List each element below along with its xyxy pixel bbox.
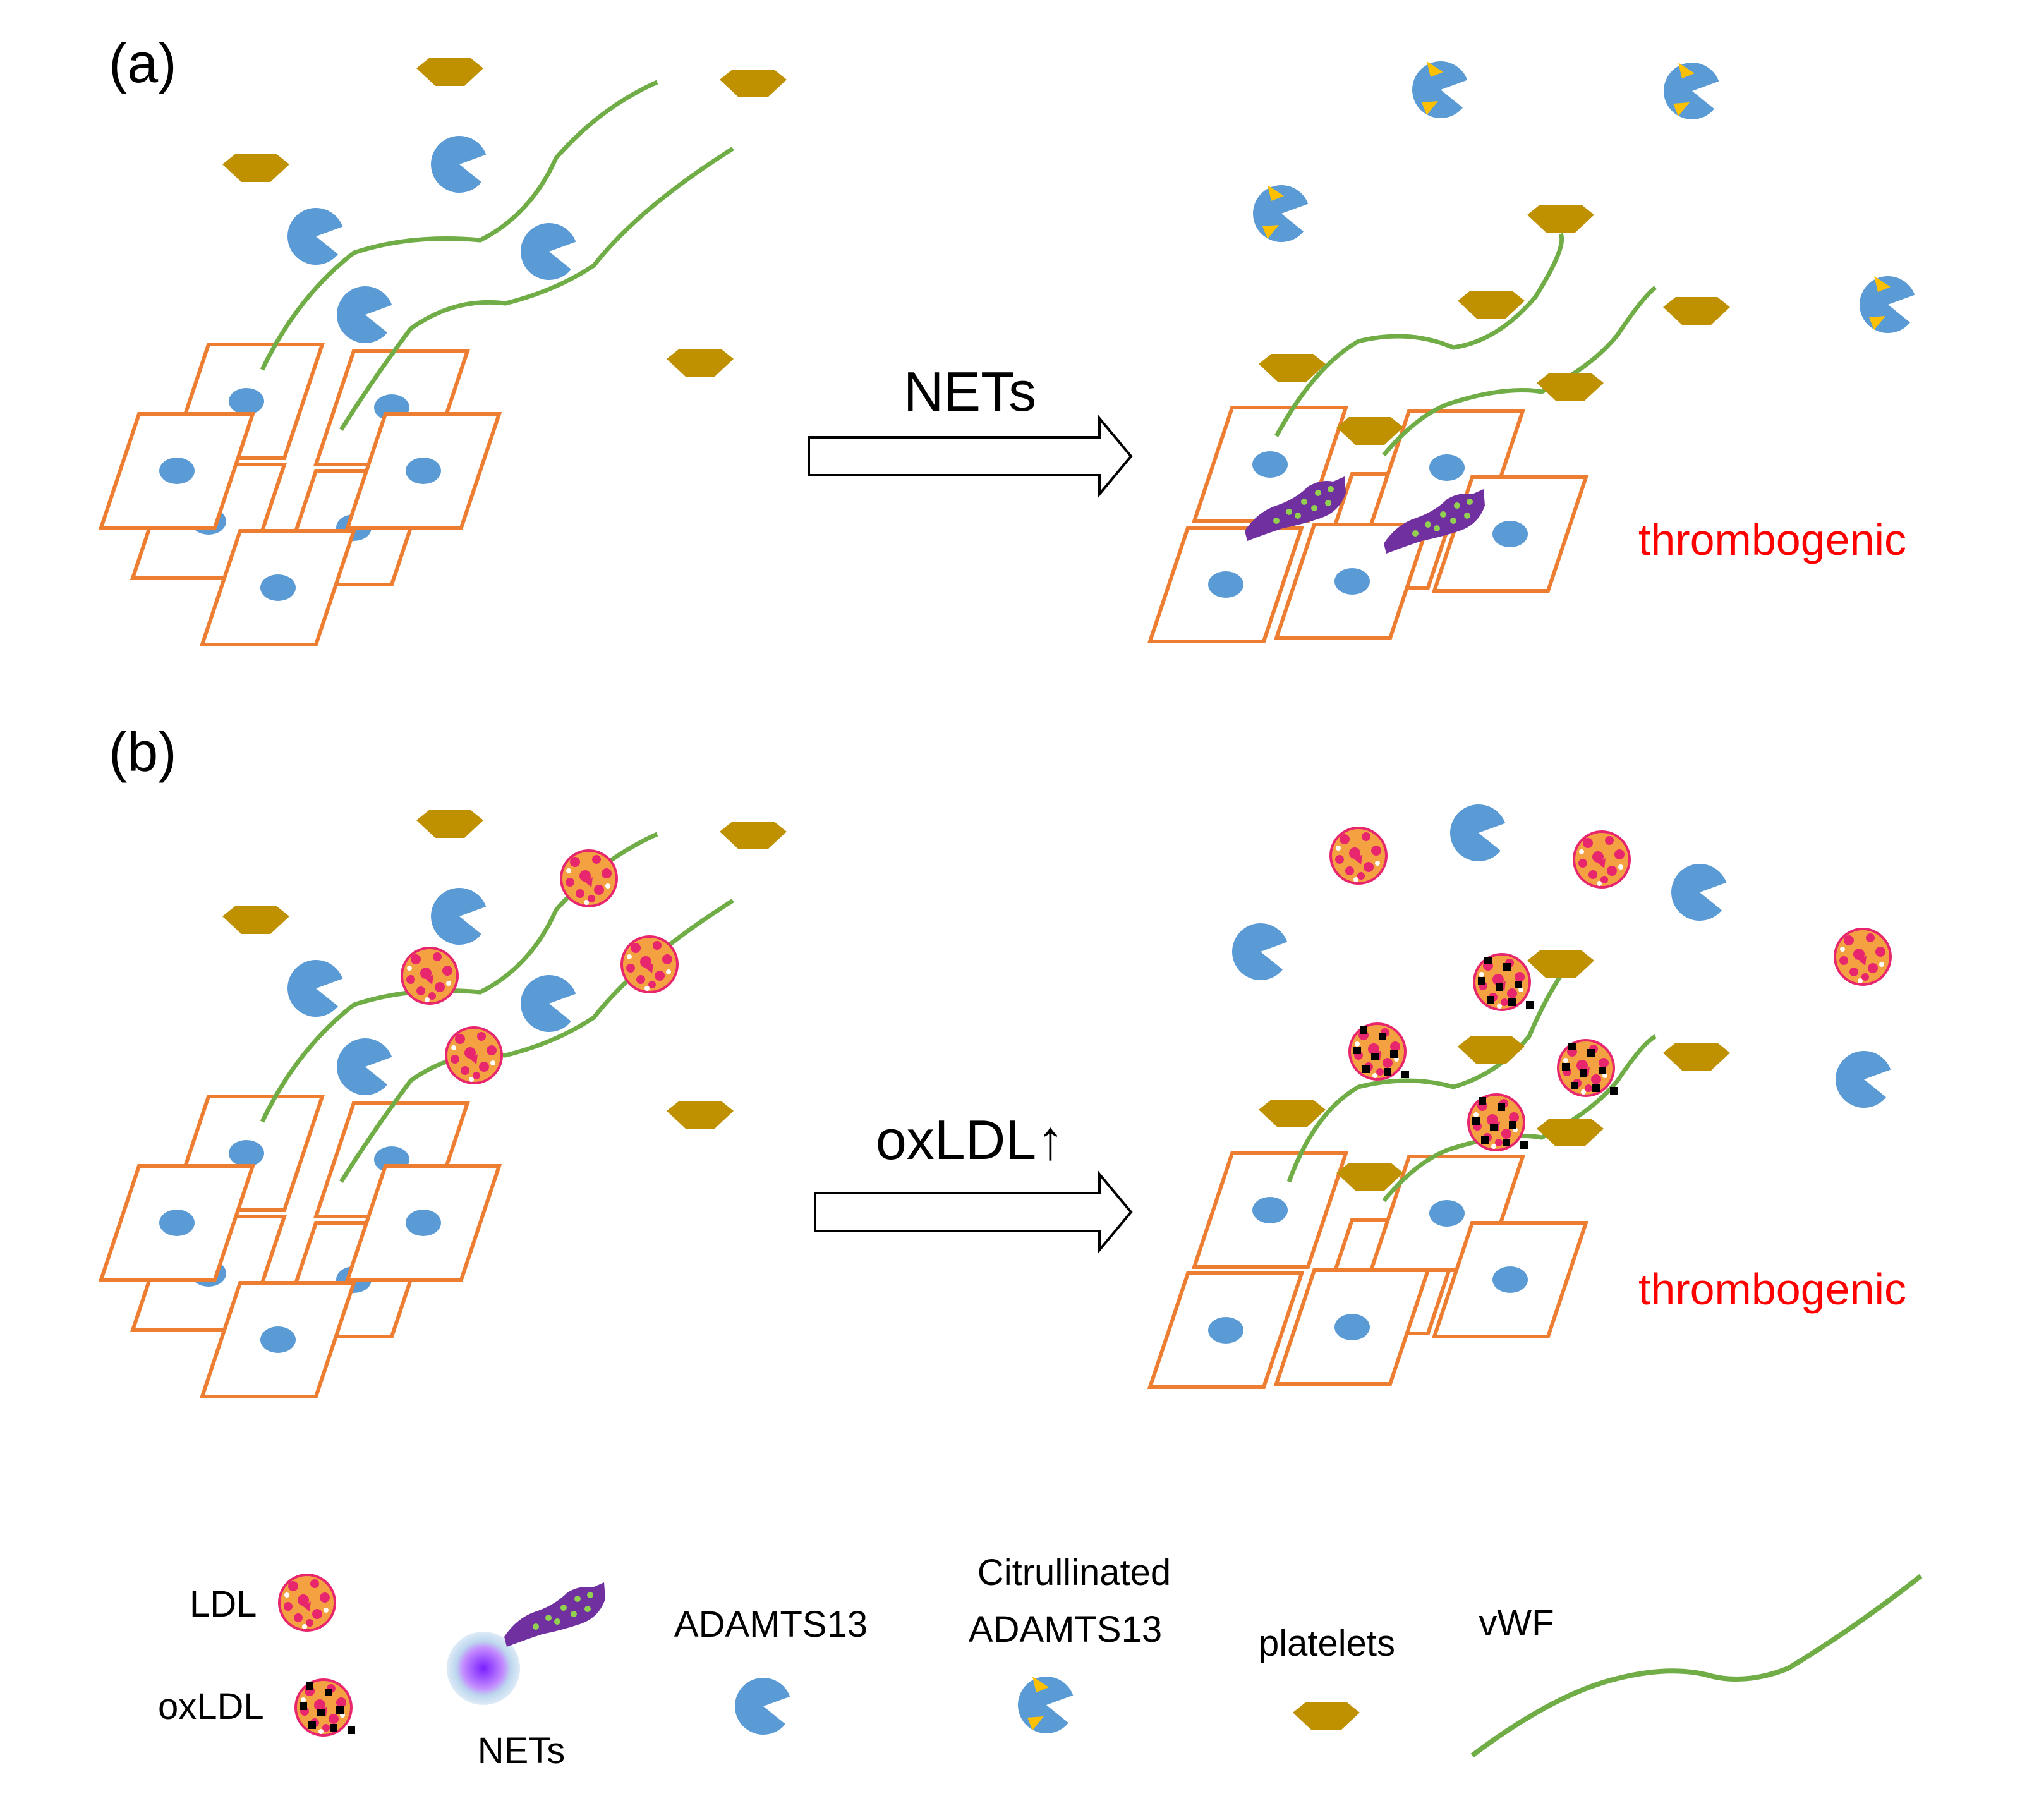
panel-b-label: (b) <box>109 720 177 783</box>
legend-citrullinated-adamts13: Citrullinated ADAMTS13 <box>969 1552 1171 1733</box>
ldl-group-b <box>402 851 677 1083</box>
legend-ldl: LDL <box>190 1575 335 1630</box>
vwf-icon <box>1470 1574 1923 1758</box>
legend-oxldl: oxLDL <box>158 1680 355 1735</box>
citrullinated-adamts13-icon <box>1018 1676 1074 1733</box>
legend-cit-line2: ADAMTS13 <box>969 1609 1162 1650</box>
endothelium-left-b <box>101 1096 499 1397</box>
arrow-b-label: oxLDL↑ <box>876 1108 1064 1171</box>
free-ldl-b <box>1331 828 1891 985</box>
vwf-strands-right-a <box>1274 233 1657 457</box>
neutrophil-icon <box>447 1632 520 1705</box>
panel-a-label: (a) <box>109 32 177 94</box>
legend-cit-line1: Citrullinated <box>977 1552 1171 1593</box>
citrullinated-adamts13-group-a <box>1253 61 1915 333</box>
nets-icon <box>504 1582 605 1647</box>
ldl-icon <box>279 1575 335 1630</box>
legend-platelets-label: platelets <box>1259 1623 1395 1664</box>
outcome-text-b: thrombogenic <box>1638 1265 1906 1314</box>
adamts13-icon <box>735 1677 790 1735</box>
outcome-text-a: thrombogenic <box>1638 515 1906 564</box>
vwf-strands-a <box>260 80 734 431</box>
legend-platelets: platelets <box>1259 1623 1395 1730</box>
panel-b: (b) <box>101 720 1906 1397</box>
panel-a: (a) NE <box>101 32 1915 645</box>
vwf-strands-right-b <box>1286 965 1657 1203</box>
oxldl-icon <box>296 1680 355 1735</box>
endothelium-left-a <box>101 344 499 645</box>
legend-vwf-label: vWF <box>1479 1603 1554 1644</box>
arrow-b: oxLDL↑ <box>814 1108 1133 1254</box>
legend-vwf: vWF <box>1470 1574 1923 1758</box>
arrow-a: NETs <box>808 360 1133 498</box>
legend-ldl-label: LDL <box>190 1584 257 1625</box>
legend-nets: NETs <box>447 1582 605 1771</box>
legend-nets-label: NETs <box>478 1730 566 1771</box>
arrow-a-label: NETs <box>904 360 1036 423</box>
platelet-icon <box>1293 1702 1360 1730</box>
legend-oxldl-label: oxLDL <box>158 1686 264 1727</box>
legend: LDL oxLDL NETs ADAMTS13 Citrullinated AD… <box>158 1552 1923 1771</box>
legend-adamts13-label: ADAMTS13 <box>674 1604 868 1645</box>
legend-adamts13: ADAMTS13 <box>674 1604 868 1735</box>
